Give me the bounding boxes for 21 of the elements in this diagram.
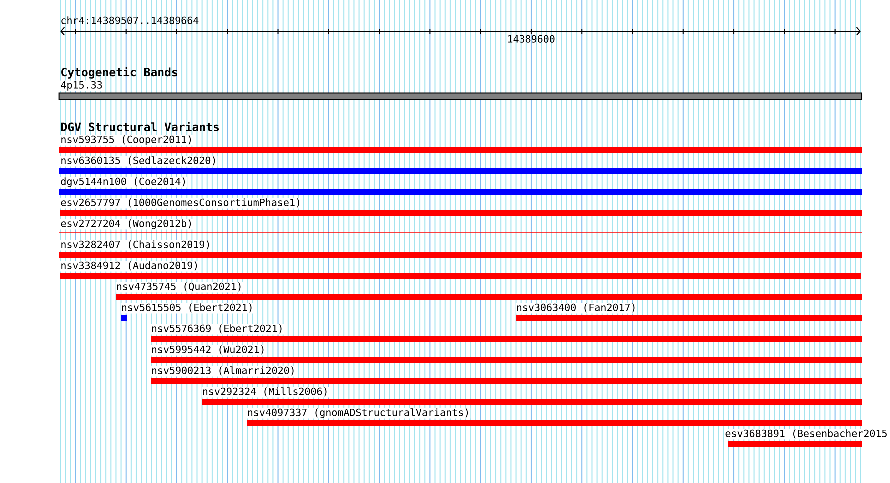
feature-label: nsv3384912 (Audano2019) <box>60 261 200 272</box>
feature-label: nsv292324 (Mills2006) <box>202 387 330 398</box>
track-title: DGV Structural Variants <box>61 122 219 132</box>
feature-label: nsv4735745 (Quan2021) <box>116 282 244 293</box>
band-label: 4p15.33 <box>60 80 104 92</box>
feature-label: nsv5615505 (Ebert2021) <box>120 303 254 314</box>
tick-label: 14389600 <box>508 35 555 43</box>
feature-label: nsv3282407 (Chaisson2019) <box>60 240 212 251</box>
feature-label: nsv3063400 (Fan2017) <box>516 303 638 314</box>
coordinate-label: chr4:14389507..14389664 <box>62 16 199 24</box>
feature-label: esv3683891 (Besenbacher2015 <box>724 429 888 440</box>
feature-label: nsv593755 (Cooper2011) <box>60 135 194 146</box>
feature-label: nsv6360135 (Sedlazeck2020) <box>60 156 218 167</box>
feature-label: nsv5576369 (Ebert2021) <box>150 324 284 335</box>
feature-label: nsv4097337 (gnomADStructuralVariants) <box>246 408 471 419</box>
feature-label: dgv5144n100 (Coe2014) <box>60 177 188 188</box>
feature-label: esv2657797 (1000GenomesConsortiumPhase1) <box>60 198 302 209</box>
node-label: nsv5615505 (Ebert2021) <box>122 304 252 313</box>
feature-label: nsv5995442 (Wu2021) <box>150 345 266 356</box>
feature-label: esv2727204 (Wong2012b) <box>60 219 194 230</box>
feature-label: nsv5900213 (Almarri2020) <box>150 366 296 377</box>
